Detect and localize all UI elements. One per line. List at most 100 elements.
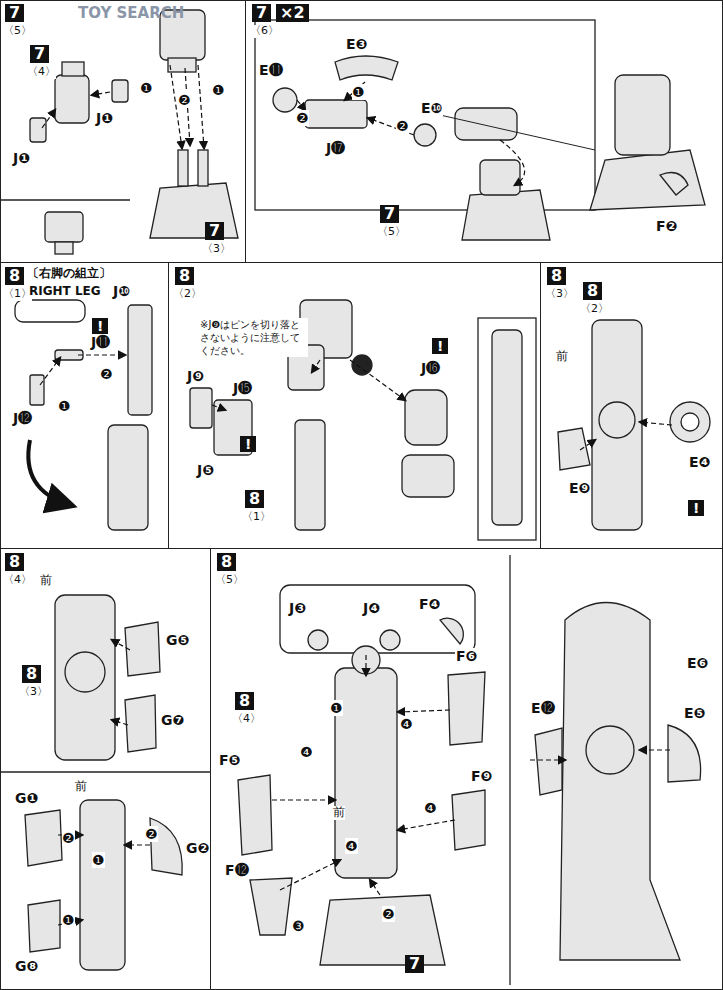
front-mark: 前 bbox=[333, 806, 345, 820]
callout-number: ❶ bbox=[352, 84, 365, 100]
part-drawing bbox=[108, 425, 148, 530]
part-label: J❺ bbox=[196, 462, 215, 478]
callout-number: ❶ bbox=[212, 82, 225, 98]
caution-mark: ! bbox=[240, 436, 256, 452]
step-number: 8 bbox=[547, 267, 566, 285]
part-label: J❾ bbox=[186, 368, 205, 384]
callout-number: ❶ bbox=[140, 80, 153, 96]
note-text: ※J❾はピンを切り落とさないように注意してください。 bbox=[200, 318, 308, 357]
part-label: J⓱ bbox=[325, 140, 346, 156]
part-drawing bbox=[640, 422, 672, 425]
part-label: J❿ bbox=[112, 283, 131, 299]
part-drawing bbox=[370, 880, 380, 895]
part-label: J❶ bbox=[95, 110, 114, 126]
step-heading: 〈5〉 bbox=[215, 574, 244, 587]
part-drawing bbox=[448, 672, 485, 745]
part-drawing bbox=[681, 413, 699, 431]
step-substep: 〈4〉 bbox=[232, 713, 261, 726]
part-drawing bbox=[40, 358, 60, 385]
step-panel: 8〈5〉 bbox=[210, 548, 723, 990]
part-label: J⓰ bbox=[420, 360, 441, 376]
part-drawing bbox=[586, 726, 634, 774]
part-label: E❿ bbox=[420, 100, 443, 116]
part-drawing bbox=[112, 80, 128, 102]
part-drawing bbox=[125, 844, 150, 845]
part-drawing bbox=[28, 900, 60, 952]
part-drawing bbox=[335, 668, 397, 878]
part-label: F⓬ bbox=[224, 862, 250, 878]
step-reference: 7 bbox=[205, 222, 224, 240]
part-drawing bbox=[0, 199, 130, 200]
part-label: G❶ bbox=[14, 790, 39, 806]
caution-mark: ! bbox=[688, 500, 704, 516]
part-drawing bbox=[30, 375, 44, 405]
part-drawing bbox=[398, 820, 455, 830]
part-label: E❺ bbox=[683, 705, 706, 721]
part-drawing bbox=[25, 810, 62, 866]
step-number: 8 bbox=[175, 267, 194, 285]
callout-number: ❶ bbox=[92, 852, 105, 868]
callout-number: ❷ bbox=[145, 826, 158, 842]
callout-number: ❶ bbox=[62, 912, 75, 928]
step-number: 7 bbox=[5, 4, 24, 22]
part-label: E❸ bbox=[345, 36, 368, 52]
part-drawing bbox=[599, 402, 635, 438]
callout-number: ❶ bbox=[330, 700, 343, 716]
step-reference: 8 bbox=[583, 282, 602, 300]
part-label: E⓬ bbox=[530, 700, 556, 716]
step-substep: 〈1〉 bbox=[242, 511, 271, 524]
callout-number: ❹ bbox=[400, 716, 413, 732]
part-label: J⓫ bbox=[90, 334, 111, 350]
part-drawing bbox=[560, 603, 680, 961]
step-heading: 〈2〉 bbox=[173, 288, 202, 301]
step-number: 7 bbox=[252, 4, 271, 22]
part-drawing bbox=[250, 878, 292, 935]
part-drawing bbox=[280, 860, 340, 890]
part-drawing bbox=[92, 92, 110, 95]
step-heading: 〔右脚の組立〕 bbox=[27, 267, 111, 281]
callout-number: ❷ bbox=[296, 110, 309, 126]
step-panel: 7〈6〉×2 bbox=[245, 0, 723, 263]
part-label: G❼ bbox=[160, 712, 185, 728]
step-heading: 〈5〉 bbox=[3, 25, 32, 38]
part-drawing bbox=[615, 75, 670, 155]
part-drawing bbox=[500, 140, 525, 185]
part-drawing bbox=[580, 440, 595, 450]
part-drawing bbox=[65, 652, 105, 692]
part-drawing bbox=[198, 65, 204, 148]
part-drawing bbox=[150, 183, 238, 238]
part-drawing bbox=[40, 65, 672, 925]
step-heading: 〈6〉 bbox=[250, 25, 279, 38]
step-substep: 〈5〉 bbox=[377, 226, 406, 239]
callout-number: ❷ bbox=[396, 118, 409, 134]
step-panel: 8〈2〉 bbox=[168, 262, 541, 549]
callout-number: ❹ bbox=[345, 838, 358, 854]
part-drawing bbox=[112, 640, 130, 650]
part-label: G❽ bbox=[14, 958, 39, 974]
part-drawing bbox=[30, 118, 46, 142]
part-drawing bbox=[352, 355, 372, 375]
part-drawing bbox=[255, 20, 595, 210]
part-drawing bbox=[55, 75, 89, 123]
step-heading: 〈4〉 bbox=[3, 574, 32, 587]
watermark: TOY SEARCH bbox=[78, 5, 184, 22]
step-heading: 〈1〉 bbox=[3, 288, 32, 301]
part-drawing bbox=[272, 799, 335, 800]
part-drawing bbox=[28, 440, 70, 505]
part-drawing bbox=[178, 150, 188, 186]
part-drawing bbox=[365, 655, 366, 675]
part-label: E⓫ bbox=[258, 62, 284, 78]
part-drawing bbox=[405, 390, 447, 445]
part-drawing bbox=[402, 455, 454, 497]
callout-number: ❹ bbox=[300, 744, 313, 760]
part-drawing bbox=[80, 800, 125, 970]
part-label: E❻ bbox=[686, 655, 709, 671]
part-label: J⓯ bbox=[232, 380, 253, 396]
part-drawing bbox=[78, 354, 125, 355]
step-substep: 〈3〉 bbox=[202, 243, 231, 256]
part-drawing bbox=[295, 420, 325, 530]
part-label: F❺ bbox=[218, 752, 241, 768]
part-drawing bbox=[452, 790, 485, 850]
part-drawing bbox=[308, 630, 328, 650]
